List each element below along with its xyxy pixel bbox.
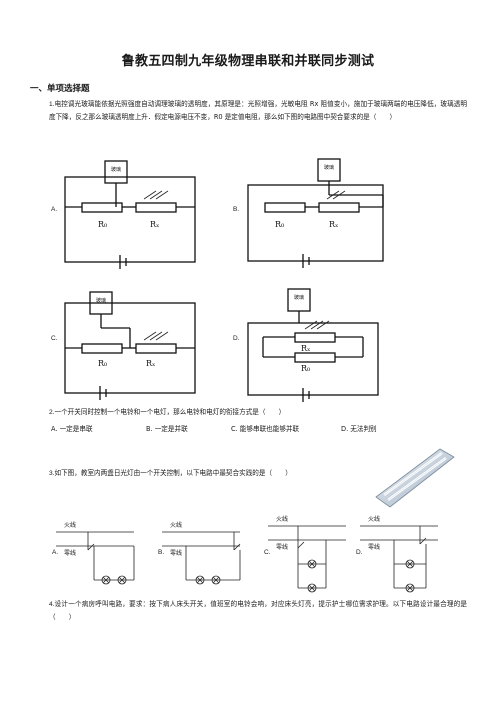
rx-text: Rₓ bbox=[150, 220, 159, 229]
option-1b-label: B. bbox=[233, 206, 240, 213]
svg-text:零线: 零线 bbox=[64, 549, 76, 557]
svg-text:R₀: R₀ bbox=[275, 220, 284, 229]
svg-text:玻璃: 玻璃 bbox=[96, 297, 106, 304]
svg-text:R₀: R₀ bbox=[98, 359, 107, 368]
section-heading: 一、单项选择题 bbox=[30, 84, 90, 94]
circuit-1c: 玻璃 R₀ Rₓ bbox=[64, 291, 196, 400]
option-3b-label: B. bbox=[158, 549, 165, 556]
svg-text:玻璃: 玻璃 bbox=[324, 164, 334, 171]
circuit-3b: 火线 零线 bbox=[162, 521, 241, 585]
option-2b: B. 一定是并联 bbox=[146, 425, 188, 433]
question-1: 1.电控调光玻璃能依据光照强度自动调理玻璃的透明度，其原理是：光照增强，光敏电阻… bbox=[49, 98, 467, 123]
svg-text:零线: 零线 bbox=[276, 543, 288, 551]
option-2a: A. 一定是串联 bbox=[51, 425, 93, 433]
svg-text:火线: 火线 bbox=[170, 521, 182, 529]
option-2c: C. 能够串联也能够并联 bbox=[231, 425, 300, 433]
circuit-1b: 玻璃 R₀ Rₓ bbox=[247, 158, 384, 268]
question-4: 4.设计一个病房呼叫电路，要求：按下病人床头开关，值班室的电铃会响，对应床头灯亮… bbox=[49, 600, 467, 621]
question-2-text: 一个开关同时控制一个电铃和一个电灯，那么电铃和电灯的衔接方式是（ ） bbox=[54, 408, 286, 416]
option-1c-label: C. bbox=[51, 335, 58, 342]
circuit-1d: 玻璃 Rₓ R₀ bbox=[247, 288, 379, 402]
svg-text:R₀: R₀ bbox=[301, 364, 310, 373]
question-3: 3.如下图，教室内两盏日光灯由一个开关控制，以下电路中最契合实践的是（ ） bbox=[49, 469, 292, 477]
svg-text:玻璃: 玻璃 bbox=[294, 294, 304, 301]
option-3a-label: A. bbox=[52, 549, 59, 556]
question-2: 2.一个开关同时控制一个电铃和一个电灯，那么电铃和电灯的衔接方式是（ ） bbox=[49, 408, 286, 416]
svg-text:火线: 火线 bbox=[64, 521, 76, 529]
r0-text: R₀ bbox=[98, 220, 107, 229]
page-title: 鲁教五四制九年级物理串联和并联同步测试 bbox=[121, 54, 375, 69]
svg-text:火线: 火线 bbox=[368, 515, 380, 523]
svg-text:零线: 零线 bbox=[170, 549, 182, 557]
circuit-1a: 玻璃 R₀ Rₓ bbox=[64, 160, 196, 269]
circuit-3d: 火线 零线 bbox=[360, 515, 438, 593]
svg-text:Rₓ: Rₓ bbox=[301, 344, 310, 353]
option-2d: D. 无法判别 bbox=[341, 425, 377, 433]
option-3c-label: C. bbox=[264, 549, 271, 556]
svg-text:Rₓ: Rₓ bbox=[329, 220, 338, 229]
question-4-text: 设计一个病房呼叫电路，要求：按下病人床头开关，值班室的电铃会响，对应床头灯亮，提… bbox=[49, 600, 467, 621]
question-1-number: 1. bbox=[49, 101, 55, 108]
option-1a-label: A. bbox=[51, 206, 58, 213]
circuit-3c: 火线 零线 bbox=[268, 515, 346, 593]
question-1-text: 电控调光玻璃能依据光照强度自动调理玻璃的透明度，其原理是：光照增强，光敏电阻 R… bbox=[49, 100, 467, 121]
circuit-3a: 火线 零线 bbox=[56, 521, 135, 585]
option-3d-label: D. bbox=[356, 549, 363, 556]
svg-text:Rₓ: Rₓ bbox=[146, 359, 155, 368]
question-3-text: 如下图，教室内两盏日光灯由一个开关控制，以下电路中最契合实践的是（ ） bbox=[54, 469, 292, 477]
fluorescent-lamp-image bbox=[375, 448, 455, 508]
option-1d-label: D. bbox=[233, 335, 240, 342]
svg-text:零线: 零线 bbox=[368, 543, 380, 551]
svg-text:火线: 火线 bbox=[276, 515, 288, 523]
glass-text: 玻璃 bbox=[111, 166, 121, 173]
